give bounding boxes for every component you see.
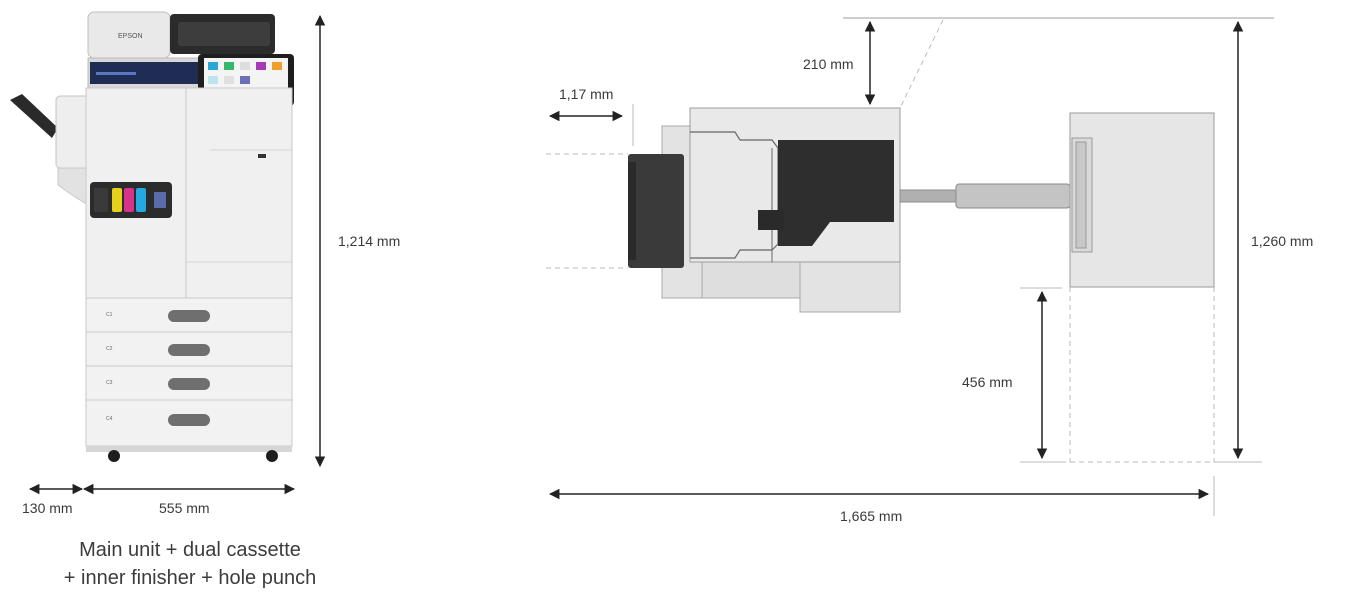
printer-front-view: EPSON <box>10 11 294 462</box>
ink-cartridge-panel <box>90 182 172 218</box>
configuration-caption: Main unit + dual cassette + inner finish… <box>40 536 340 592</box>
cassette-depth-label: 456 mm <box>962 374 1013 390</box>
paper-trays: C1 C2 C3 C4 <box>85 297 293 462</box>
brand-logo: EPSON <box>118 33 143 40</box>
printer-top-view <box>546 17 1274 516</box>
main-width-label: 555 mm <box>159 500 210 516</box>
caption-line-1: Main unit + dual cassette <box>79 539 301 561</box>
tray-label-c4: C4 <box>106 416 113 422</box>
finisher-width-label: 130 mm <box>22 500 73 516</box>
total-depth-label: 1,260 mm <box>1251 233 1314 249</box>
tray-label-c2: C2 <box>106 346 113 352</box>
tray-label-c1: C1 <box>106 312 113 318</box>
total-width-label: 1,665 mm <box>840 508 903 524</box>
left-protrusion-label: 1,17 mm <box>559 86 614 102</box>
caption-line-2: + inner finisher + hole punch <box>63 567 317 589</box>
height-front-label: 1,214 mm <box>338 233 401 249</box>
tray-label-c3: C3 <box>106 380 113 386</box>
top-clearance-label: 210 mm <box>803 56 854 72</box>
